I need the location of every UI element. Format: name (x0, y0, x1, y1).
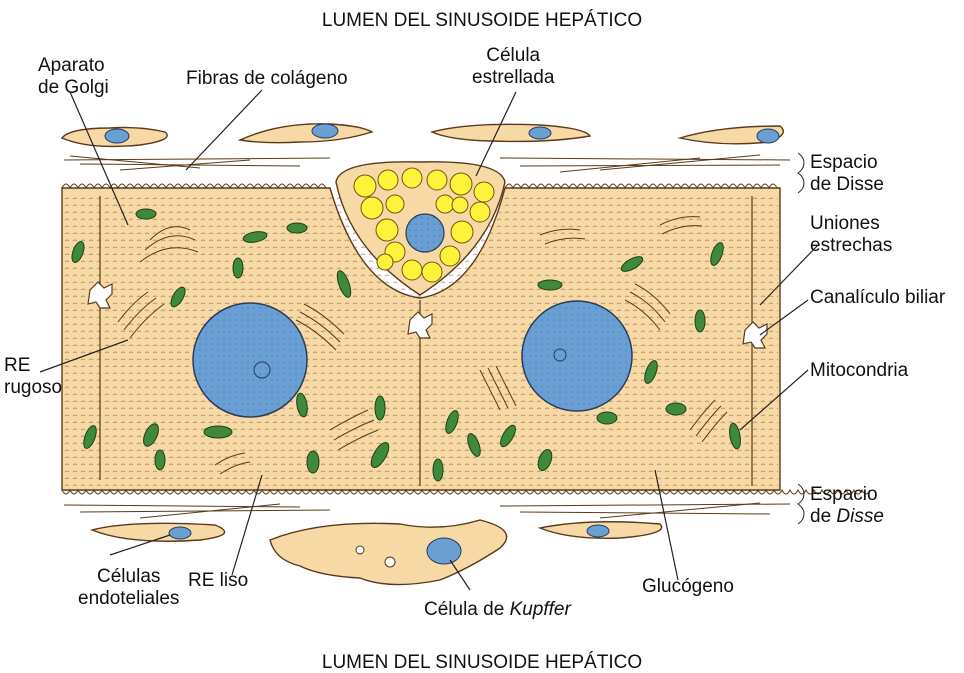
label-disse-bottom-prefix: de (810, 506, 836, 527)
title-bottom: LUMEN DEL SINUSOIDE HEPÁTICO (0, 652, 964, 673)
label-disse-top-line2: de Disse (810, 174, 884, 196)
endothelial-cells-top (62, 124, 783, 147)
label-disse-bottom-line2: de Disse (810, 506, 884, 528)
label-kupffer-prefix: Célula de (424, 599, 510, 620)
label-tight-junctions-line1: Uniones (810, 213, 892, 235)
label-endothelial: Células endoteliales (78, 566, 179, 610)
label-bile-canaliculus: Canalículo biliar (810, 287, 945, 309)
label-rer-line1: RE (4, 355, 62, 377)
label-tight-junctions-line2: estrechas (810, 235, 892, 257)
label-kupffer: Célula de Kupffer (424, 599, 571, 621)
label-golgi: Aparato de Golgi (38, 55, 109, 99)
label-disse-bottom: Espacio de Disse (810, 484, 884, 528)
label-disse-top: Espacio de Disse (810, 152, 884, 196)
label-rer-line2: rugoso (4, 377, 62, 399)
label-golgi-line1: Aparato (38, 55, 109, 77)
label-tight-junctions: Uniones estrechas (810, 213, 892, 257)
title-top: LUMEN DEL SINUSOIDE HEPÁTICO (0, 10, 964, 32)
label-mitochondria: Mitocondria (810, 360, 908, 382)
label-endothelial-line1: Células (78, 566, 179, 588)
label-glycogen: Glucógeno (642, 576, 734, 598)
label-collagen: Fibras de colágeno (186, 68, 348, 90)
label-golgi-line2: de Golgi (38, 77, 109, 99)
label-disse-bottom-line1: Espacio (810, 484, 884, 506)
label-stellate-line1: Célula (472, 45, 554, 67)
label-rer: RE rugoso (4, 355, 62, 399)
label-disse-bottom-italic: Disse (836, 506, 884, 527)
label-stellate-line2: estrellada (472, 67, 554, 89)
label-stellate: Célula estrellada (472, 45, 554, 89)
label-endothelial-line2: endoteliales (78, 588, 179, 610)
collagen-fibers-bottom (64, 503, 790, 518)
kupffer-cell (270, 520, 507, 585)
label-ser: RE liso (188, 570, 248, 592)
label-kupffer-italic: Kupffer (510, 599, 571, 620)
label-disse-top-line1: Espacio (810, 152, 884, 174)
